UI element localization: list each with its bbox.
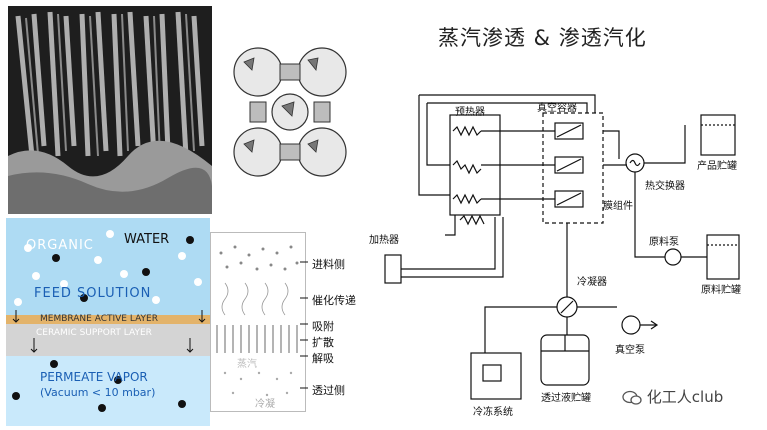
- permeate-side-label: 透过侧: [312, 384, 345, 397]
- permeate-vapor-label: PERMEATE VAPOR: [40, 370, 148, 384]
- feed-tank-label: 原料贮罐: [701, 285, 741, 296]
- organic-label: ORGANIC: [26, 238, 94, 253]
- vapor-label: 蒸汽: [237, 359, 257, 370]
- active-layer-label: MEMBRANE ACTIVE LAYER: [40, 314, 158, 324]
- feed-pump-label: 原料泵: [649, 237, 679, 248]
- feed-solution-label: FEED SOLUTION: [34, 286, 152, 301]
- watermark-text: 化工人club: [646, 388, 724, 406]
- process-flow-diagram: 预热器 真空容器 热交换器 产品贮罐 膜组件 加热器 原料泵 原料贮罐 冷凝器 …: [355, 85, 767, 430]
- support-layer-label: CERAMIC SUPPORT LAYER: [36, 328, 152, 338]
- freezer-label: 冷冻系统: [473, 407, 513, 418]
- wechat-icon: [622, 390, 642, 406]
- product-tank-label: 产品贮罐: [697, 161, 737, 172]
- membrane-module-label: 膜组件: [603, 201, 633, 212]
- adsorption-label: 吸附: [312, 320, 334, 333]
- preheater-label: 预热器: [455, 107, 485, 118]
- watermark: 化工人club: [622, 386, 723, 407]
- vacuum-unit-label: 真空容器: [537, 103, 577, 114]
- condenser-label: 冷凝器: [577, 277, 607, 288]
- sem-micrograph: [8, 6, 212, 214]
- vacuum-pump-label: 真空泵: [615, 345, 645, 356]
- permeate-tank-label: 透过液贮罐: [541, 393, 591, 404]
- transport-diagram: 蒸汽 冷凝: [210, 232, 306, 412]
- heater-label: 加热器: [369, 235, 399, 246]
- surface-transfer-label: 催化传递: [312, 294, 356, 307]
- zeolite-structure-image: [224, 40, 356, 190]
- heat-exchanger-label: 热交换器: [645, 181, 685, 192]
- desorption-label: 解吸: [312, 352, 334, 365]
- water-label: WATER: [124, 232, 170, 247]
- condense-label: 冷凝: [255, 399, 275, 410]
- membrane-schematic: ORGANIC WATER FEED SOLUTION MEMBRANE ACT…: [6, 218, 210, 426]
- diffusion-label: 扩散: [312, 336, 334, 349]
- page-title: 蒸汽渗透 & 渗透汽化: [438, 26, 647, 50]
- vacuum-label: (Vacuum < 10 mbar): [40, 386, 156, 399]
- feed-side-label: 进料侧: [312, 258, 345, 271]
